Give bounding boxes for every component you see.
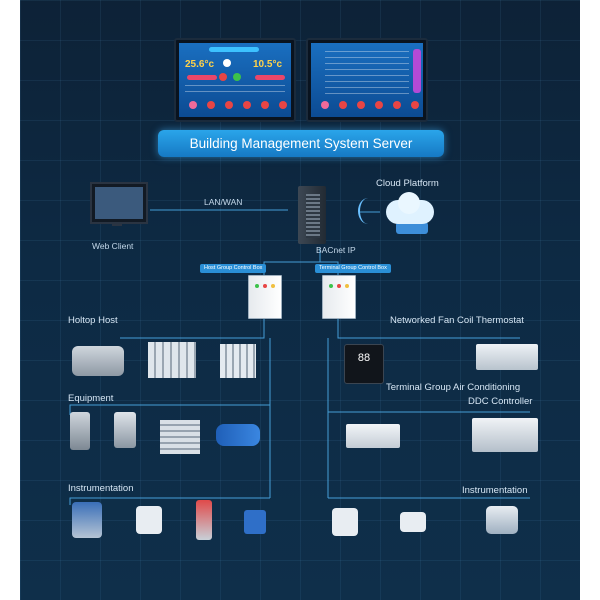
networked-fan-coil-label: Networked Fan Coil Thermostat bbox=[390, 315, 524, 326]
cooling-tower bbox=[160, 420, 200, 454]
duct-sensor-2 bbox=[332, 508, 358, 536]
web-client-label: Web Client bbox=[92, 241, 134, 251]
energy-meter bbox=[486, 506, 518, 534]
temp-reading-left: 25.6°c bbox=[185, 59, 215, 70]
chiller-unit bbox=[72, 346, 124, 376]
fan-coil-thermostat: 88 bbox=[344, 344, 384, 384]
server-title-banner: Building Management System Server bbox=[158, 130, 444, 157]
duct-sensor-1 bbox=[136, 506, 162, 534]
cloud-icon bbox=[382, 192, 438, 234]
lan-wan-label: LAN/WAN bbox=[204, 197, 243, 207]
connection-lines bbox=[69, 209, 530, 505]
terminal-ddc-label-line1: Terminal Group Air Conditioning bbox=[386, 382, 521, 393]
ddc-controller bbox=[346, 424, 400, 448]
host-box-to-left-bus bbox=[120, 316, 265, 339]
air-handling-unit bbox=[472, 418, 538, 452]
thermostat-display-value: 88 bbox=[357, 352, 371, 364]
host-control-cabinet bbox=[248, 275, 282, 319]
cloud-platform-label: Cloud Platform bbox=[376, 178, 439, 189]
terminal-control-cabinet bbox=[322, 275, 356, 319]
terminal-group-control-box-tag: Terminal Group Control Box bbox=[315, 264, 391, 273]
terminal-ddc-label-line2: DDC Controller bbox=[468, 396, 533, 407]
web-client-monitor bbox=[90, 182, 148, 226]
equipment-label: Equipment bbox=[68, 393, 114, 404]
valve-actuator-1 bbox=[70, 412, 90, 450]
terminal-box-to-right-bus bbox=[337, 316, 520, 339]
air-cooled-unit bbox=[148, 342, 196, 378]
pressure-transmitter bbox=[196, 500, 212, 540]
monitor-dashboard-right bbox=[306, 38, 428, 122]
pipe-temperature-sensor bbox=[400, 512, 426, 532]
left-equipment-bus bbox=[69, 404, 270, 415]
server-rack bbox=[298, 186, 326, 244]
holtop-host-label: Holtop Host bbox=[68, 315, 118, 326]
diagram-canvas: 25.6°c 10.5°c bbox=[20, 0, 580, 600]
host-group-control-box-tag: Host Group Control Box bbox=[200, 264, 267, 273]
valve-actuator-small bbox=[244, 510, 266, 534]
background-grid bbox=[20, 0, 580, 600]
valve-actuator-2 bbox=[114, 412, 136, 448]
instrumentation-left-label: Instrumentation bbox=[68, 483, 134, 494]
water-pump bbox=[216, 424, 260, 446]
temp-reading-right: 10.5°c bbox=[253, 59, 283, 70]
heat-pump-unit bbox=[220, 344, 256, 378]
instrumentation-right-label: Instrumentation bbox=[462, 485, 528, 496]
server-to-host-box bbox=[263, 248, 321, 276]
wifi-signal-icon bbox=[358, 198, 378, 224]
monitor-dashboard-left: 25.6°c 10.5°c bbox=[174, 38, 296, 122]
left-instrument-bus bbox=[69, 497, 270, 505]
fan-coil-unit bbox=[476, 344, 538, 370]
flow-meter bbox=[72, 502, 102, 538]
bacnet-ip-label: BACnet IP bbox=[316, 245, 356, 255]
